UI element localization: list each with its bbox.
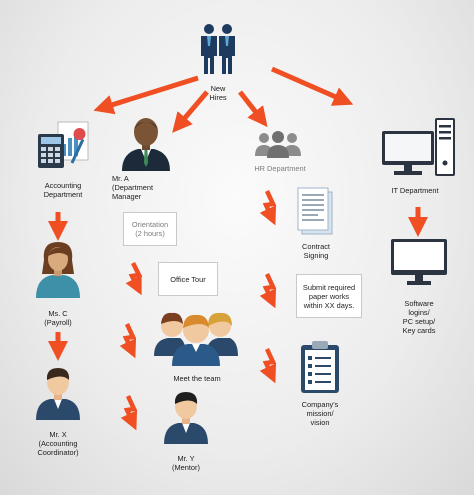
payroll-woman-icon — [36, 242, 80, 298]
hr-label: HR Department — [254, 164, 306, 173]
zigzag-arrow-hr — [259, 190, 277, 226]
contract-label: Contract Signing — [302, 242, 330, 260]
office-tour-box: Office Tour — [158, 262, 218, 296]
arrow-to-manager — [172, 90, 209, 133]
it-label: IT Department — [391, 186, 439, 195]
arrow-to-hr — [238, 90, 268, 128]
contract-document-icon — [297, 187, 333, 235]
zigzag-arrow-orientation — [125, 261, 143, 296]
ms-c-label: Ms. C (Payroll) — [44, 309, 72, 327]
monitor-icon — [391, 239, 447, 285]
arrow-to-it — [270, 66, 354, 106]
new-hires-icon — [201, 24, 235, 74]
zigzag-arrow-submit — [259, 348, 277, 384]
orientation-box: Orientation (2 hours) — [123, 212, 177, 246]
hr-group-icon — [255, 131, 301, 158]
zigzag-arrow-office-tour — [119, 323, 137, 359]
arrow-to-accounting — [93, 75, 199, 115]
mr-y-label: Mr. Y (Mentor) — [172, 454, 200, 472]
manager-icon — [122, 118, 170, 171]
manager-label: Mr. A (Department Manager — [112, 174, 154, 201]
zigzag-arrow-contract — [259, 273, 277, 309]
mr-x-label: Mr. X (Accounting Coordinator) — [37, 430, 79, 457]
clipboard-checklist-icon — [301, 341, 339, 393]
accounting-label: Accounting Department — [43, 181, 83, 199]
accounting-icon — [38, 121, 89, 168]
software-label: Software logins/ PC setup/ Key cards — [402, 299, 436, 335]
meet-team-label: Meet the team — [173, 374, 221, 383]
team-group-icon — [154, 312, 238, 366]
coordinator-man-icon — [36, 368, 80, 420]
submit-paperwork-box: Submit required paper works within XX da… — [296, 274, 362, 318]
mentor-man-icon — [164, 392, 208, 444]
mission-label: Company's mission/ vision — [301, 400, 339, 427]
new-hires-label: New Hires — [209, 84, 227, 102]
zigzag-arrow-meet-team — [120, 395, 138, 431]
computer-tower-icon — [382, 118, 455, 176]
